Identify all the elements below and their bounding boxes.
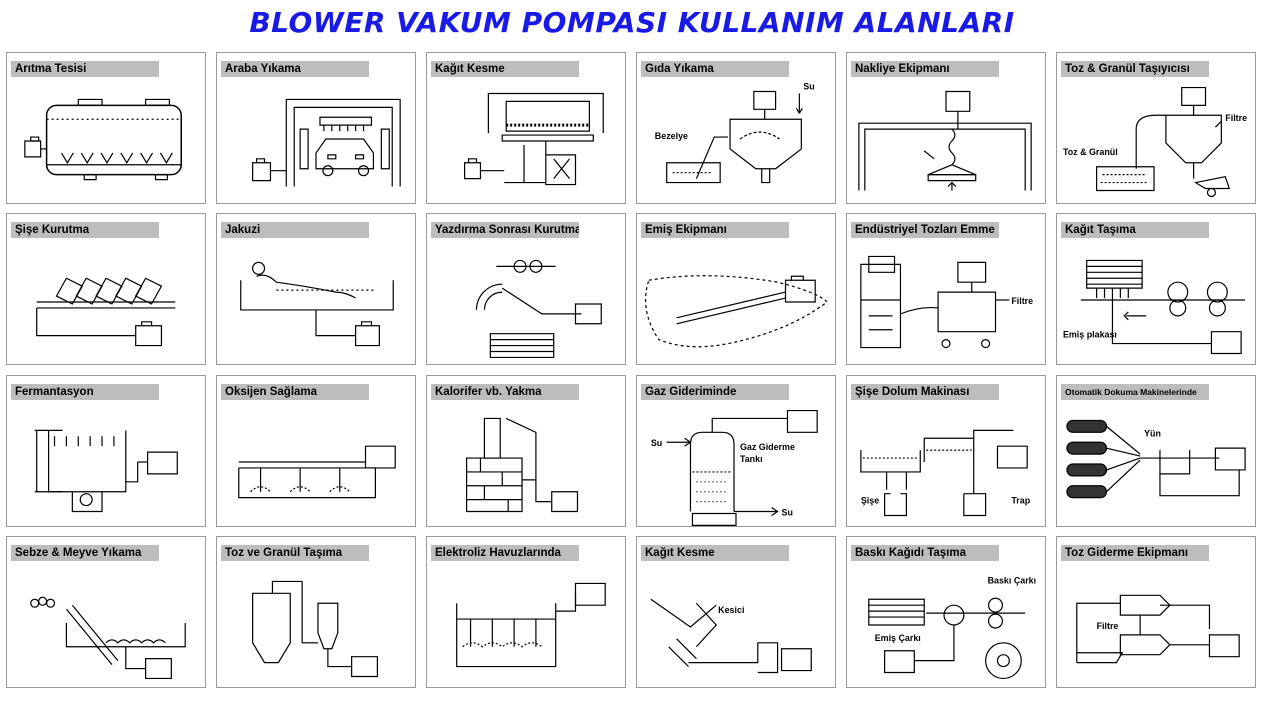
panel-kagit-kesme-2: Kağıt Kesme Kesici	[636, 536, 836, 688]
panel-label: Gıda Yıkama	[641, 61, 789, 77]
endustriyel-tozlari-emme-diagram: Filtre	[847, 240, 1033, 364]
panel-fermantasyon: Fermantasyon	[6, 375, 206, 527]
panel-label: Yazdırma Sonrası Kurutma	[431, 222, 579, 238]
kagit-tasima-diagram: Emiş plakası	[1063, 240, 1255, 364]
gida-yikama-diagram: Su Bezelye	[655, 82, 815, 203]
panel-label: Kağıt Taşıma	[1061, 222, 1209, 238]
panel-endustriyel-tozlari-emme: Endüstriyel Tozları Emme Filtre	[846, 213, 1046, 365]
kalorifer-yakma-diagram	[427, 402, 625, 526]
emis-ekipmani-diagram	[637, 240, 835, 364]
panel-nakliye-ekipmani: Nakliye Ekipmanı	[846, 52, 1046, 204]
baski-kagidi-tasima-diagram: Baskı Çarkı Emiş Çarkı	[847, 575, 1037, 687]
panel-sebze-meyve-yikama: Sebze & Meyve Yıkama	[6, 536, 206, 688]
panel-label: Fermantasyon	[11, 384, 159, 400]
kagit-kesme-diagram	[427, 79, 625, 203]
panel-label: Gaz Gideriminde	[641, 384, 789, 400]
oksijen-saglama-diagram	[217, 402, 415, 526]
panel-label: Kağıt Kesme	[641, 545, 789, 561]
panel-sise-kurutma: Şişe Kurutma	[6, 213, 206, 365]
panel-label: Arıtma Tesisi	[11, 61, 159, 77]
panel-label: Toz ve Granül Taşıma	[221, 545, 369, 561]
text-baski-carki: Baskı Çarkı	[988, 575, 1037, 585]
panel-label: Baskı Kağıdı Taşıma	[851, 545, 999, 561]
panel-label: Toz Giderme Ekipmanı	[1061, 545, 1209, 561]
panel-kagit-tasima: Kağıt Taşıma Emiş plakası	[1056, 213, 1256, 365]
panel-jakuzi: Jakuzi	[216, 213, 416, 365]
jakuzi-diagram	[217, 240, 415, 364]
page-title: BLOWER VAKUM POMPASI KULLANIM ALANLARI	[249, 6, 1015, 39]
panel-toz-granul-tasima: Toz ve Granül Taşıma	[216, 536, 416, 688]
text-su-out: Su	[782, 507, 793, 517]
text-filtre: Filtre	[1011, 296, 1033, 306]
toz-granul-tasima-diagram	[217, 563, 415, 687]
text-yun: Yün	[1144, 428, 1161, 438]
panel-araba-yikama: Araba Yıkama	[216, 52, 416, 204]
panel-kalorifer-yakma: Kalorifer vb. Yakma	[426, 375, 626, 527]
panel-oksijen-saglama: Oksijen Sağlama	[216, 375, 416, 527]
panel-label: Endüstriyel Tozları Emme	[851, 222, 999, 238]
sise-kurutma-diagram	[7, 240, 205, 364]
otomatik-dokuma-diagram: Yün	[1057, 402, 1255, 526]
panel-label: Kağıt Kesme	[431, 61, 579, 77]
panel-label: Kalorifer vb. Yakma	[431, 384, 579, 400]
aritma-tesisi-diagram	[7, 79, 205, 203]
kagit-kesme-2-diagram: Kesici	[637, 563, 835, 687]
text-sise: Şişe	[861, 496, 879, 506]
text-emis-plakasi: Emiş plakası	[1063, 330, 1117, 340]
text-su: Su	[651, 438, 662, 448]
text-gaz-giderme: Gaz Giderme	[740, 442, 795, 452]
text-emis-carki: Emiş Çarkı	[875, 633, 921, 643]
panel-yazdirma-sonrasi-kurutma: Yazdırma Sonrası Kurutma	[426, 213, 626, 365]
nakliye-ekipmani-diagram	[847, 79, 1045, 203]
toz-giderme-ekipmani-diagram: Filtre	[1057, 563, 1255, 687]
text-su: Su	[803, 82, 814, 92]
panel-otomatik-dokuma: Otomatik Dokuma Makinelerinde Yün	[1056, 375, 1256, 527]
panel-label: Jakuzi	[221, 222, 369, 238]
panel-aritma-tesisi: Arıtma Tesisi	[6, 52, 206, 204]
gaz-gideriminde-diagram: Su Gaz Giderme Tankı Su	[651, 402, 835, 526]
text-trap: Trap	[1011, 496, 1030, 506]
panel-label: Araba Yıkama	[221, 61, 369, 77]
panel-label: Otomatik Dokuma Makinelerinde	[1061, 384, 1209, 400]
text-filtre: Filtre	[1097, 621, 1119, 631]
text-tanki: Tankı	[740, 454, 763, 464]
panel-sise-dolum-makinasi: Şişe Dolum Makinası Şişe Trap	[846, 375, 1046, 527]
text-kesici: Kesici	[718, 605, 744, 615]
sebze-meyve-yikama-diagram	[7, 563, 205, 687]
sise-dolum-makinasi-diagram: Şişe Trap	[847, 402, 1031, 526]
text-bezelye: Bezelye	[655, 131, 688, 141]
panel-toz-giderme-ekipmani: Toz Giderme Ekipmanı Filtre	[1056, 536, 1256, 688]
panel-label: Toz & Granül Taşıyıcısı	[1061, 61, 1209, 77]
panel-label: Şişe Dolum Makinası	[851, 384, 999, 400]
panel-elektroliz-havuzlari: Elektroliz Havuzlarında	[426, 536, 626, 688]
panel-toz-granul-tasiyicisi: Toz & Granül Taşıyıcısı Filtre Toz & Gra…	[1056, 52, 1256, 204]
panel-label: Elektroliz Havuzlarında	[431, 545, 579, 561]
panel-kagit-kesme-1: Kağıt Kesme	[426, 52, 626, 204]
elektroliz-havuzlari-diagram	[427, 563, 625, 687]
panel-gaz-gideriminde: Gaz Gideriminde Su Gaz Giderme Tankı Su	[636, 375, 836, 527]
panel-baski-kagidi-tasima: Baskı Kağıdı Taşıma Baskı Çarkı Emiş Çar…	[846, 536, 1046, 688]
toz-granul-tasiyicisi-diagram: Filtre Toz & Granül	[1063, 79, 1247, 203]
panel-label: Şişe Kurutma	[11, 222, 159, 238]
text-filtre: Filtre	[1225, 113, 1247, 123]
panel-gida-yikama: Gıda Yıkama Su Bezelye	[636, 52, 836, 204]
panel-emis-ekipmani: Emiş Ekipmanı	[636, 213, 836, 365]
text-toz-granul: Toz & Granül	[1063, 147, 1118, 157]
araba-yikama-diagram	[217, 79, 415, 203]
panel-label: Nakliye Ekipmanı	[851, 61, 999, 77]
panel-label: Emiş Ekipmanı	[641, 222, 789, 238]
panel-label: Sebze & Meyve Yıkama	[11, 545, 159, 561]
application-grid: Arıtma Tesisi Araba Yıkama Kağıt Kesme G…	[6, 52, 1256, 692]
fermantasyon-diagram	[7, 402, 205, 526]
yazdirma-sonrasi-kurutma-diagram	[427, 240, 625, 364]
panel-label: Oksijen Sağlama	[221, 384, 369, 400]
